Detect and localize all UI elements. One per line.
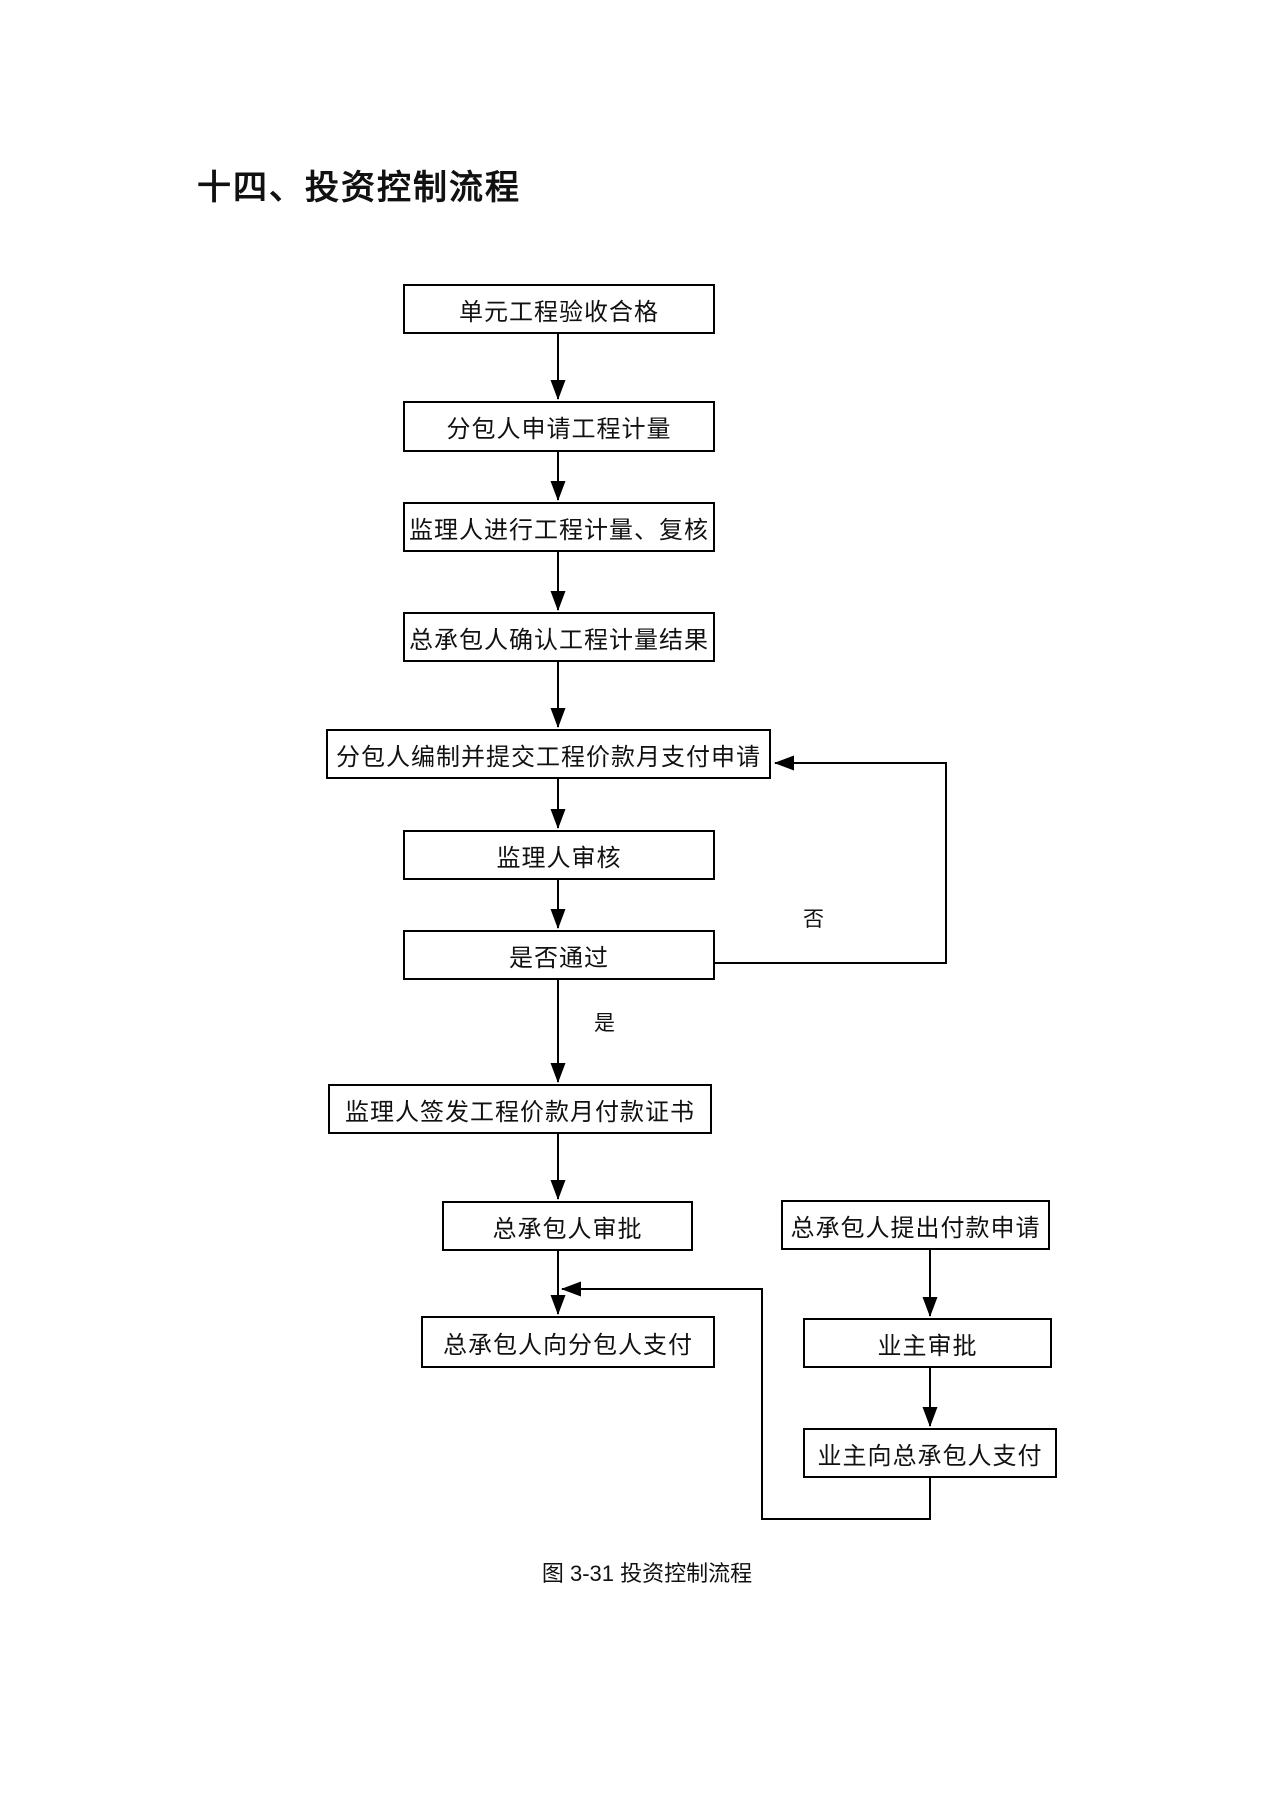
node-label: 总承包人提出付款申请 [790, 1214, 1041, 1242]
flow-node-monthly-payment-apply: 分包人编制并提交工程价款月支付申请 [326, 729, 771, 779]
flow-node-issue-certificate: 监理人签发工程价款月付款证书 [328, 1084, 712, 1134]
node-label: 总承包人确认工程计量结果 [409, 626, 709, 654]
flow-node-pay-subcontractor: 总承包人向分包人支付 [421, 1316, 715, 1368]
flow-node-pass-decision: 是否通过 [403, 930, 715, 980]
flow-node-contractor-confirm: 总承包人确认工程计量结果 [403, 612, 715, 662]
flow-node-supervisor-measure: 监理人进行工程计量、复核 [403, 502, 715, 552]
flow-node-contractor-payment-request: 总承包人提出付款申请 [781, 1200, 1050, 1250]
flow-node-contractor-approve: 总承包人审批 [442, 1201, 693, 1251]
node-label: 业主审批 [877, 1332, 978, 1360]
node-label: 监理人进行工程计量、复核 [409, 516, 709, 544]
node-label: 监理人签发工程价款月付款证书 [345, 1098, 695, 1126]
page-title: 十四、投资控制流程 [197, 169, 521, 207]
flow-node-supervisor-review: 监理人审核 [403, 830, 715, 880]
flow-node-owner-approve: 业主审批 [803, 1318, 1052, 1368]
edge-label-yes: 是 [594, 1012, 615, 1035]
figure-caption: 图 3-31 投资控制流程 [541, 1561, 753, 1586]
flow-node-unit-acceptance: 单元工程验收合格 [403, 284, 715, 334]
node-label: 监理人审核 [496, 844, 622, 872]
arrow-n7-n5-no-loop [713, 755, 947, 964]
flow-node-subcontractor-apply: 分包人申请工程计量 [403, 401, 715, 452]
node-label: 总承包人审批 [492, 1215, 643, 1243]
node-label: 单元工程验收合格 [459, 298, 659, 326]
node-label: 分包人申请工程计量 [446, 416, 672, 443]
edge-label-no: 否 [803, 908, 824, 931]
node-label: 业主向总承包人支付 [817, 1442, 1043, 1470]
flow-node-owner-pay-contractor: 业主向总承包人支付 [803, 1428, 1057, 1478]
node-label: 总承包人向分包人支付 [443, 1331, 693, 1359]
node-label: 是否通过 [509, 944, 609, 972]
node-label: 分包人编制并提交工程价款月支付申请 [336, 743, 761, 771]
